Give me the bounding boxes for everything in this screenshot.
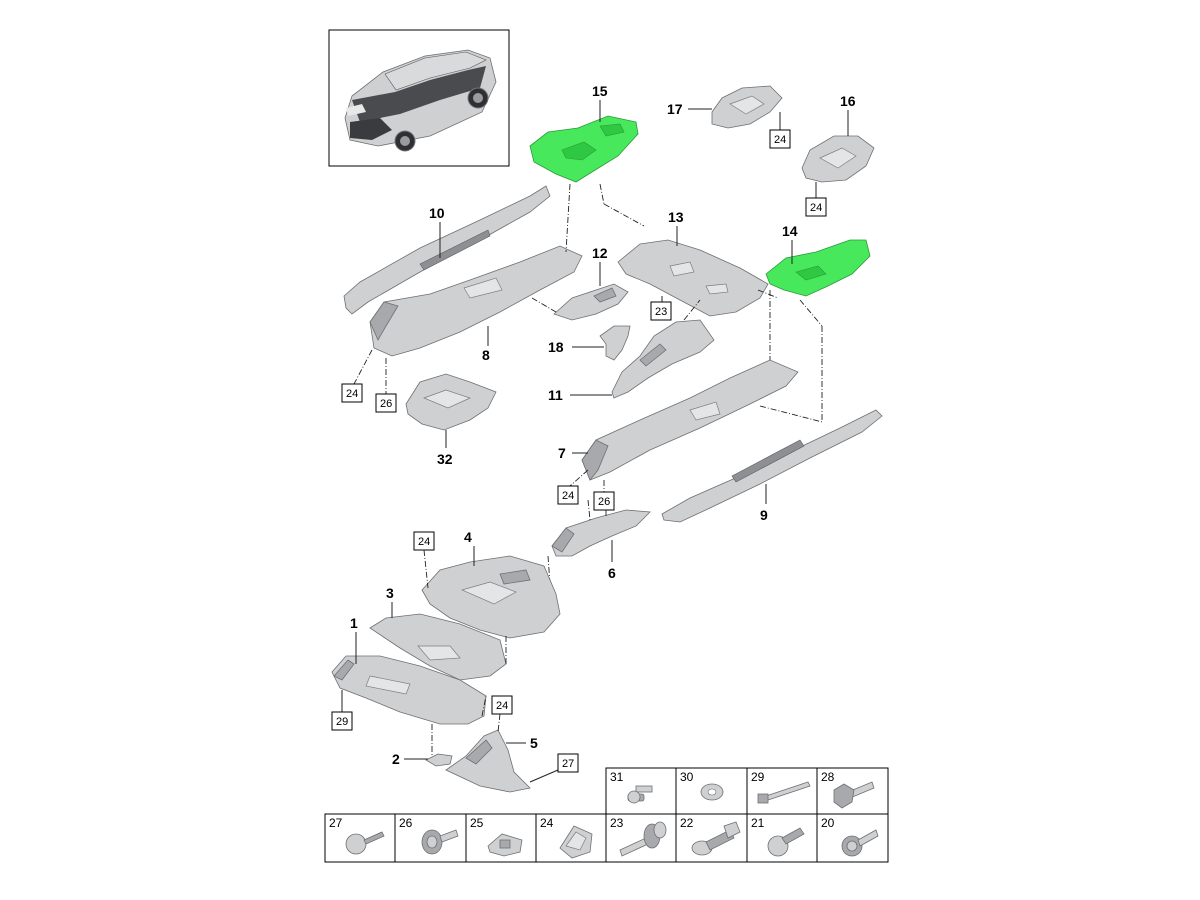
fastener-25-label: 25	[470, 816, 484, 830]
callout-11: 11	[548, 387, 563, 403]
fastener-21-label: 21	[751, 816, 765, 830]
fastener-22-label: 22	[680, 816, 694, 830]
part-10	[343, 185, 551, 315]
fastener-28-icon	[833, 781, 875, 809]
part-6	[551, 509, 651, 557]
ref-24-part-4: 24	[418, 536, 430, 548]
fastener-grid: 31 30 29 28 27 26 25 24 23 22 21 20	[324, 767, 889, 863]
callout-17: 17	[667, 101, 683, 117]
callout-2: 2	[392, 751, 400, 767]
part-12	[553, 283, 629, 321]
part-9	[661, 409, 883, 523]
fastener-23-icon	[619, 821, 667, 857]
part-13	[617, 239, 769, 317]
ref-24-part-17: 24	[774, 134, 786, 146]
callout-1: 1	[350, 615, 358, 631]
part-5	[445, 729, 531, 793]
fastener-29-icon	[757, 781, 811, 804]
ref-26-part-8: 26	[380, 398, 392, 410]
ref-26-part-7: 26	[598, 496, 610, 508]
part-7	[581, 359, 799, 481]
fastener-26-label: 26	[399, 816, 413, 830]
callout-18: 18	[548, 339, 564, 355]
fastener-31-label: 31	[610, 770, 624, 784]
part-17	[711, 85, 783, 129]
fastener-30-icon	[700, 783, 724, 801]
callout-16: 16	[840, 93, 856, 109]
fastener-24-icon	[559, 825, 593, 859]
part-32	[405, 373, 497, 431]
suv-illustration	[344, 49, 497, 152]
callout-5: 5	[530, 735, 538, 751]
callout-10: 10	[429, 205, 445, 221]
part-8	[369, 245, 583, 357]
fastener-20-icon	[841, 829, 879, 857]
fastener-27-label: 27	[329, 816, 343, 830]
callout-12: 12	[592, 245, 608, 261]
fastener-24-label: 24	[540, 816, 554, 830]
part-16	[801, 135, 875, 183]
ref-24-part-8: 24	[346, 388, 358, 400]
fastener-21-icon	[767, 827, 805, 857]
fastener-31-icon	[627, 785, 653, 804]
fastener-29-label: 29	[751, 770, 765, 784]
part-15	[529, 115, 639, 183]
fastener-20-label: 20	[821, 816, 835, 830]
fastener-27-icon	[345, 831, 385, 855]
fastener-22-icon	[691, 821, 741, 856]
ref-24-part-16: 24	[810, 202, 822, 214]
part-14	[765, 239, 871, 297]
callout-15: 15	[592, 83, 608, 99]
callout-9: 9	[760, 507, 768, 523]
fastener-26-icon	[421, 829, 459, 855]
ref-29: 29	[336, 716, 348, 728]
fastener-30-label: 30	[680, 770, 694, 784]
ref-24-part-5: 24	[496, 700, 508, 712]
callout-3: 3	[386, 585, 394, 601]
callout-32: 32	[437, 451, 453, 467]
part-2	[425, 753, 453, 767]
callout-14: 14	[782, 223, 798, 239]
callout-4: 4	[464, 529, 472, 545]
ref-27: 27	[562, 758, 574, 770]
ref-23: 23	[655, 306, 667, 318]
callout-6: 6	[608, 565, 616, 581]
ref-24-part-7: 24	[562, 490, 574, 502]
part-11	[611, 319, 715, 399]
callout-7: 7	[558, 445, 566, 461]
part-4	[421, 555, 561, 639]
vehicle-thumbnail	[328, 29, 510, 167]
part-1	[331, 655, 487, 725]
callout-13: 13	[668, 209, 684, 225]
fastener-28-label: 28	[821, 770, 835, 784]
part-18	[599, 325, 631, 361]
callout-8: 8	[482, 347, 490, 363]
fastener-25-icon	[487, 833, 523, 857]
fastener-23-label: 23	[610, 816, 624, 830]
